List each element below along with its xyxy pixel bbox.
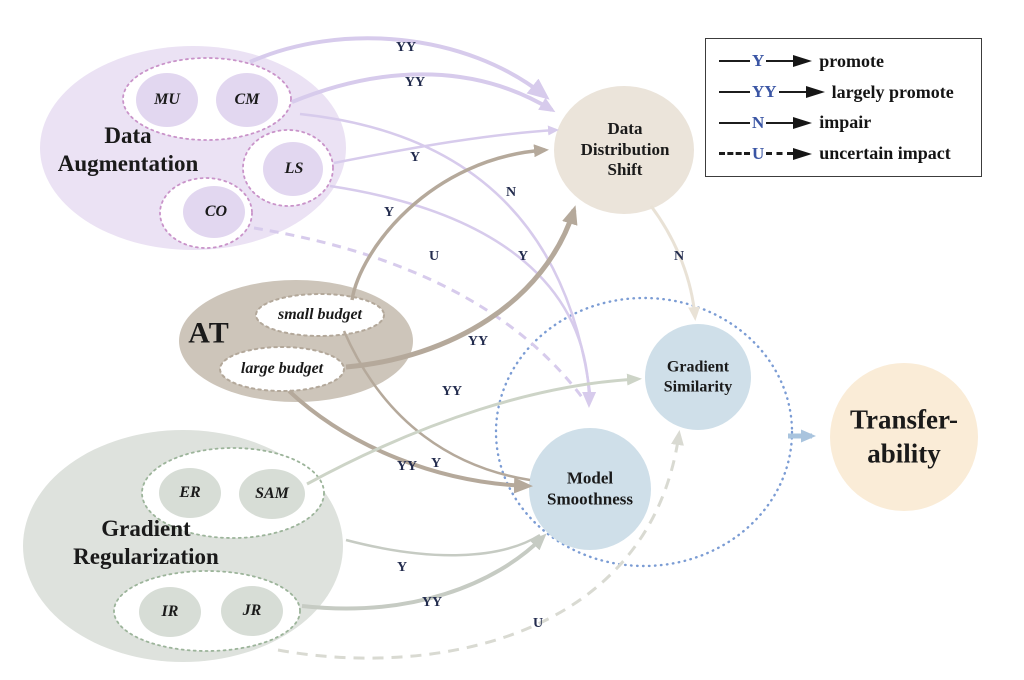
- edge-sam-to-gs-yy: [306, 373, 642, 486]
- legend-row-largely-promote: YY largely promote: [719, 82, 981, 103]
- legend-row-impair: N impair: [719, 112, 981, 133]
- data-augmentation-label: Data Augmentation: [57, 122, 199, 176]
- mu-node: [136, 73, 198, 127]
- legend-symbol-yy: YY: [752, 82, 777, 102]
- ls-label: LS: [284, 160, 304, 178]
- transferability-label: Transfer- ability: [850, 404, 958, 468]
- jr-label: JR: [242, 602, 262, 620]
- edge-label-da-dds-yy2: YY: [404, 75, 426, 90]
- co-node: [183, 186, 245, 238]
- gradient-similarity-label: Gradient Similarity: [663, 358, 733, 395]
- legend-arrowhead-icon: [793, 116, 813, 129]
- edge-label-er-ms-y: Y: [396, 560, 408, 575]
- edge-large-budget-to-dds-yy: [345, 205, 578, 370]
- transferability-node: [830, 363, 978, 511]
- cm-label: CM: [234, 91, 260, 109]
- edge-label-sb-dds-y: Y: [383, 205, 395, 220]
- legend-label-uncertain-impact: uncertain impact: [819, 143, 951, 164]
- model-smoothness-node: [529, 428, 651, 550]
- legend-label-largely-promote: largely promote: [831, 81, 954, 102]
- legend-line: [719, 121, 750, 124]
- legend-symbol-n: N: [752, 112, 765, 132]
- edge-label-dds-gs-n: N: [673, 249, 685, 264]
- edge-label-jr-ms-yy: YY: [421, 595, 443, 610]
- model-smoothness-label: Model Smoothness: [547, 468, 633, 508]
- small-budget-label: small budget: [277, 306, 363, 324]
- edge-label-sb-ms-y: Y: [430, 456, 442, 471]
- edge-ls-to-ms-y: [329, 184, 597, 408]
- legend-symbol-y: Y: [752, 51, 765, 71]
- legend-row-promote: Y promote: [719, 51, 981, 72]
- legend-label-promote: promote: [819, 50, 884, 71]
- legend-symbol-u: U: [752, 143, 765, 163]
- edge-er-to-ms-y: [345, 533, 541, 557]
- data-distribution-shift-node: [554, 86, 694, 214]
- data-distribution-shift-label: Data Distribution Shift: [580, 118, 670, 180]
- legend-line: [719, 60, 750, 63]
- mediator-dotted-circle: [494, 296, 794, 568]
- co-label: CO: [204, 203, 228, 221]
- gradient-similarity-node: [645, 324, 751, 430]
- edge-label-da-dds-yy1: YY: [395, 40, 417, 55]
- mu-label: MU: [154, 91, 180, 109]
- legend-arrowhead-icon: [805, 86, 825, 99]
- ls-node: [263, 142, 323, 196]
- edge-label-lb-ms-yy: YY: [396, 459, 418, 474]
- edge-cm-to-dds-yy: [291, 72, 556, 113]
- legend-line: [766, 60, 794, 63]
- legend-arrowhead-icon: [793, 147, 813, 160]
- edge-label-jr-gs-u: U: [532, 616, 544, 631]
- legend-box: Y promote YY largely promote N impair U …: [705, 38, 982, 177]
- edge-label-da-ms-n: N: [505, 185, 517, 200]
- jr-node: [221, 586, 283, 636]
- legend-dashed-line: [766, 152, 794, 156]
- edge-label-sam-gs-yy: YY: [441, 384, 463, 399]
- er-label: ER: [179, 484, 201, 502]
- large-budget-node: [219, 346, 345, 392]
- large-budget-label: large budget: [240, 360, 324, 378]
- sam-label: SAM: [255, 485, 289, 503]
- ir-node: [139, 587, 201, 637]
- edge-mu-cm-to-dds-yy: [249, 36, 550, 100]
- edge-label-lb-dds-yy: YY: [467, 334, 489, 349]
- small-budget-node: [255, 293, 385, 337]
- cm-node: [216, 73, 278, 127]
- legend-line: [778, 91, 806, 94]
- edge-jr-to-gs-u: [277, 430, 684, 660]
- sam-node: [239, 469, 305, 519]
- ir-label: IR: [161, 603, 179, 621]
- er-node: [159, 468, 221, 518]
- edge-ls-to-dds-y: [333, 125, 559, 165]
- edge-small-budget-to-dds-y: [350, 144, 549, 301]
- edge-label-co-ms-u: U: [428, 249, 440, 264]
- gradient-regularization-label: Gradient Regularization: [73, 515, 219, 569]
- at-label: AT: [188, 316, 230, 350]
- legend-arrowhead-icon: [793, 55, 813, 68]
- edge-label-ls-ms-y: Y: [517, 249, 529, 264]
- legend-dashed-line: [719, 152, 750, 156]
- edge-label-ls-dds-y: Y: [409, 150, 421, 165]
- edge-large-budget-to-ms-yy: [287, 389, 533, 494]
- edge-dds-to-gs-n: [649, 205, 701, 321]
- edge-jr-to-ms-yy: [301, 533, 547, 611]
- edge-co-to-ms-u: [253, 226, 586, 401]
- edge-small-budget-to-ms-y: [342, 330, 531, 482]
- legend-row-uncertain-impact: U uncertain impact: [719, 143, 981, 164]
- legend-label-impair: impair: [819, 112, 872, 133]
- legend-line: [766, 121, 794, 124]
- legend-line: [719, 91, 750, 94]
